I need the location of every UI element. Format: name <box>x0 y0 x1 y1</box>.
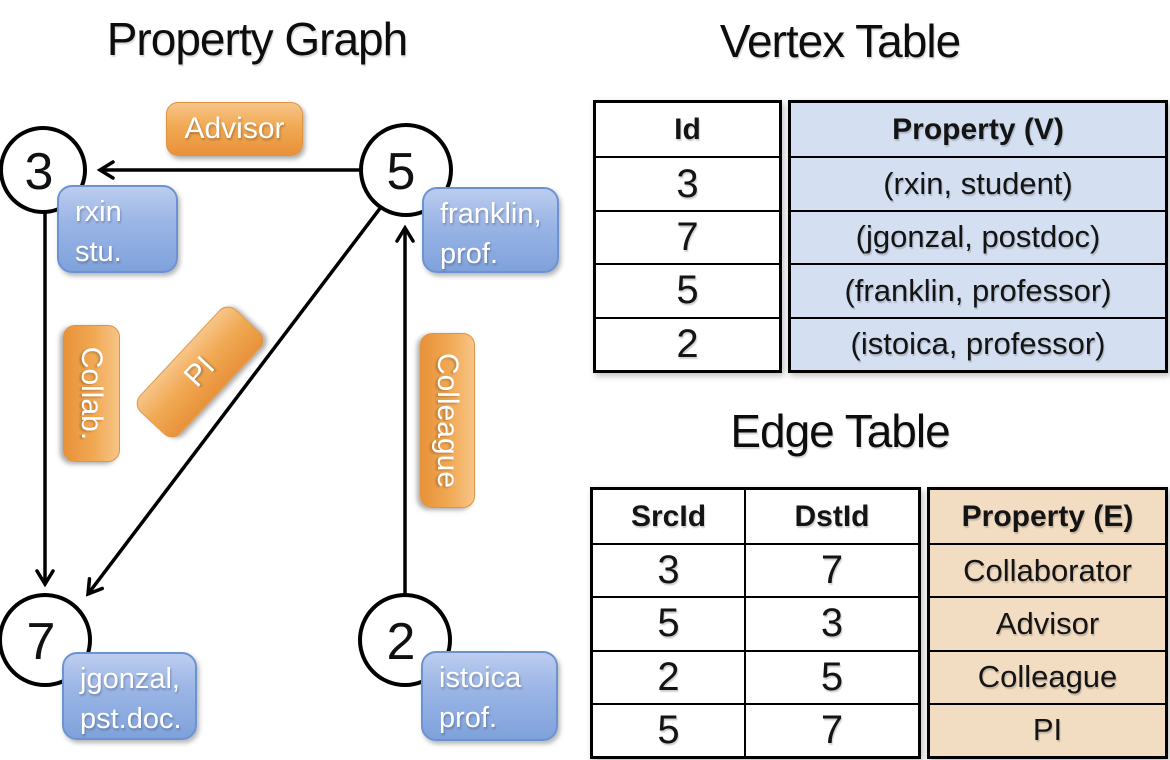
edge-property-cell: PI <box>930 702 1165 756</box>
edge-label-advisor: Advisor <box>166 102 303 156</box>
edge-label-collab: Collab. <box>63 325 120 462</box>
node-3-line1: rxin <box>75 196 122 228</box>
edge-dstid-cell: 7 <box>744 702 918 756</box>
vertex-table-property-column: Property (V) (rxin, student) (jgonzal, p… <box>788 100 1168 373</box>
edge-label-colleague-text: Colleague <box>431 352 465 489</box>
edge-table-property-column: Property (E) Collaborator Advisor Collea… <box>927 487 1168 759</box>
node-property-box-3: rxin stu. <box>57 185 178 273</box>
edge-dstid-cell: 3 <box>744 596 918 650</box>
node-2-line1: istoica <box>439 662 522 694</box>
node-7-line2: pst.doc. <box>80 703 182 735</box>
vertex-id-5: 5 <box>387 143 416 201</box>
edge-label-colleague: Colleague <box>420 333 475 508</box>
edge-table-property-header: Property (E) <box>930 490 1165 544</box>
node-property-box-7: jgonzal, pst.doc. <box>62 652 197 740</box>
edge-property-cell: Advisor <box>930 596 1165 650</box>
node-property-box-2: istoica prof. <box>421 651 558 741</box>
vertex-property-cell: (franklin, professor) <box>791 263 1165 317</box>
edge-label-advisor-text: Advisor <box>184 112 285 145</box>
vertex-id-7: 7 <box>27 613 56 671</box>
vertex-id-cell: 7 <box>596 209 779 263</box>
edge-label-pi-text: PI <box>177 350 222 394</box>
node-3-line2: stu. <box>75 236 122 268</box>
vertex-table-id-header: Id <box>674 112 701 146</box>
edge-dstid-cell: 7 <box>744 543 918 597</box>
edge-table-dstid-header: DstId <box>744 490 918 544</box>
vertex-id-3: 3 <box>25 143 54 201</box>
edge-dstid-cell: 5 <box>744 649 918 703</box>
edge-property-cell: Colleague <box>930 649 1165 703</box>
vertex-table-property-header: Property (V) <box>791 103 1165 157</box>
vertex-id-2: 2 <box>387 613 416 671</box>
edge-property-cell: Collaborator <box>930 543 1165 597</box>
edge-table: SrcId DstId 3 7 5 3 2 5 5 7 Property (E)… <box>590 487 1168 759</box>
vertex-id-cell: 2 <box>596 316 779 370</box>
vertex-property-cell: (jgonzal, postdoc) <box>791 209 1165 264</box>
edge-srcid-cell: 5 <box>593 596 744 649</box>
vertex-table: Id 3 7 5 2 Property (V) (rxin, student) … <box>593 100 1168 373</box>
vertex-property-cell: (istoica, professor) <box>791 316 1165 370</box>
node-2-line2: prof. <box>439 702 498 734</box>
edge-srcid-cell: 5 <box>593 702 744 756</box>
vertex-table-id-column: Id 3 7 5 2 <box>593 100 782 373</box>
edge-srcid-cell: 2 <box>593 649 744 703</box>
edge-table-title: Edge Table <box>730 405 950 457</box>
property-graph-title: Property Graph <box>106 13 408 65</box>
node-5-line2: prof. <box>440 238 499 270</box>
edge-label-collab-text: Collab. <box>75 346 109 441</box>
edge-srcid-cell: 3 <box>593 543 744 596</box>
edge-5-to-7-pi <box>85 205 383 597</box>
edge-table-ids-columns: SrcId DstId 3 7 5 3 2 5 5 7 <box>590 487 921 759</box>
vertex-id-cell: 3 <box>596 156 779 209</box>
vertex-id-cell: 5 <box>596 263 779 316</box>
edge-table-srcid-header: SrcId <box>630 499 707 533</box>
node-property-box-5: franklin, prof. <box>422 187 559 273</box>
vertex-table-title: Vertex Table <box>719 15 961 67</box>
node-7-line1: jgonzal, <box>80 663 180 695</box>
vertex-property-cell: (rxin, student) <box>791 156 1165 210</box>
node-5-line1: franklin, <box>440 198 542 230</box>
